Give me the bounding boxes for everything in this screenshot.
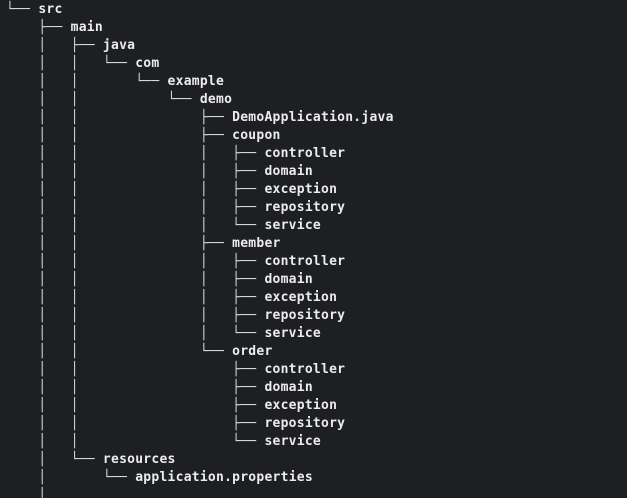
tree-branch-glyphs: │ │ ├── (6, 416, 265, 431)
tree-line: │ │ └── example (6, 73, 394, 91)
tree-entry-name: service (264, 326, 321, 341)
tree-line: │ └── resources (6, 451, 394, 469)
tree-entry-name: controller (264, 146, 346, 161)
tree-branch-glyphs: │ └── (6, 470, 136, 485)
tree-line: │ │ │ ├── controller (6, 145, 394, 163)
tree-line: ├── main (6, 19, 394, 37)
tree-entry-name: domain (264, 380, 313, 395)
tree-line: │ │ │ ├── exception (6, 181, 394, 199)
tree-branch-glyphs: │ │ ├── (6, 398, 265, 413)
tree-line: │ │ ├── repository (6, 415, 394, 433)
tree-entry-name: example (167, 74, 225, 89)
tree-line: │ │ ├── DemoApplication.java (6, 109, 394, 127)
tree-entry-name: DemoApplication.java (232, 110, 394, 125)
tree-branch-glyphs: │ (6, 488, 47, 498)
tree-line: │ │ └── demo (6, 91, 394, 109)
tree-entry-name: controller (264, 362, 346, 377)
tree-branch-glyphs: │ │ ├── (6, 362, 265, 377)
tree-branch-glyphs: │ ├── (6, 38, 103, 53)
tree-line: │ │ ├── coupon (6, 127, 394, 145)
tree-branch-glyphs: │ │ │ ├── (6, 308, 265, 323)
tree-branch-glyphs: │ │ │ ├── (6, 146, 265, 161)
tree-entry-name: application.properties (135, 470, 313, 485)
tree-entry-name: member (232, 236, 281, 251)
tree-entry-name: service (264, 434, 321, 449)
directory-tree: └── src ├── main │ ├── java │ │ └── com … (6, 1, 394, 498)
tree-branch-glyphs: │ │ ├── (6, 110, 233, 125)
tree-branch-glyphs: │ │ └── (6, 434, 265, 449)
tree-branch-glyphs: │ │ ├── (6, 380, 265, 395)
tree-entry-name: domain (264, 272, 313, 287)
tree-entry-name: domain (264, 164, 313, 179)
tree-entry-name: java (102, 38, 136, 53)
tree-line: │ ├── java (6, 37, 394, 55)
tree-entry-name: exception (264, 398, 338, 413)
tree-entry-name: demo (199, 92, 233, 107)
tree-entry-name: main (70, 20, 103, 35)
tree-line: │ │ │ └── service (6, 217, 394, 235)
tree-branch-glyphs: │ │ ├── (6, 128, 233, 143)
tree-entry-name: com (135, 56, 160, 71)
tree-entry-name: resources (102, 452, 176, 467)
tree-line: │ │ │ ├── controller (6, 253, 394, 271)
tree-line: │ │ ├── member (6, 235, 394, 253)
tree-branch-glyphs: │ │ │ ├── (6, 164, 265, 179)
tree-line: │ └── application.properties (6, 469, 394, 487)
tree-branch-glyphs: │ │ │ ├── (6, 182, 265, 197)
tree-branch-glyphs: │ │ │ ├── (6, 272, 265, 287)
tree-entry-name: src (38, 2, 63, 17)
tree-line: │ │ ├── controller (6, 361, 394, 379)
tree-line: │ │ ├── exception (6, 397, 394, 415)
tree-branch-glyphs: │ │ │ ├── (6, 200, 265, 215)
tree-line: │ │ ├── domain (6, 379, 394, 397)
tree-line: │ │ └── order (6, 343, 394, 361)
tree-entry-name: repository (264, 200, 346, 215)
tree-line: │ │ │ └── service (6, 325, 394, 343)
tree-line: └── src (6, 1, 394, 19)
tree-line: │ │ │ ├── repository (6, 199, 394, 217)
tree-branch-glyphs: │ │ └── (6, 74, 168, 89)
tree-branch-glyphs: │ │ ├── (6, 236, 233, 251)
tree-line: │ │ └── service (6, 433, 394, 451)
tree-line: │ (6, 487, 394, 498)
tree-entry-name: exception (264, 290, 338, 305)
tree-branch-glyphs: ├── (6, 20, 71, 35)
tree-branch-glyphs: └── (6, 2, 39, 17)
tree-branch-glyphs: │ │ │ ├── (6, 254, 265, 269)
tree-branch-glyphs: │ │ │ ├── (6, 290, 265, 305)
tree-line: │ │ └── com (6, 55, 394, 73)
tree-branch-glyphs: │ │ │ └── (6, 326, 265, 341)
tree-entry-name: repository (264, 308, 346, 323)
tree-entry-name: order (232, 344, 273, 359)
tree-branch-glyphs: │ │ └── (6, 56, 136, 71)
tree-entry-name: service (264, 218, 321, 233)
tree-entry-name: coupon (232, 128, 281, 143)
tree-entry-name: exception (264, 182, 338, 197)
tree-entry-name: repository (264, 416, 346, 431)
tree-branch-glyphs: │ │ └── (6, 92, 200, 107)
tree-line: │ │ │ ├── repository (6, 307, 394, 325)
tree-line: │ │ │ ├── domain (6, 163, 394, 181)
tree-line: │ │ │ ├── domain (6, 271, 394, 289)
tree-branch-glyphs: │ └── (6, 452, 103, 467)
tree-entry-name: controller (264, 254, 346, 269)
tree-line: │ │ │ ├── exception (6, 289, 394, 307)
tree-branch-glyphs: │ │ │ └── (6, 218, 265, 233)
tree-branch-glyphs: │ │ └── (6, 344, 233, 359)
